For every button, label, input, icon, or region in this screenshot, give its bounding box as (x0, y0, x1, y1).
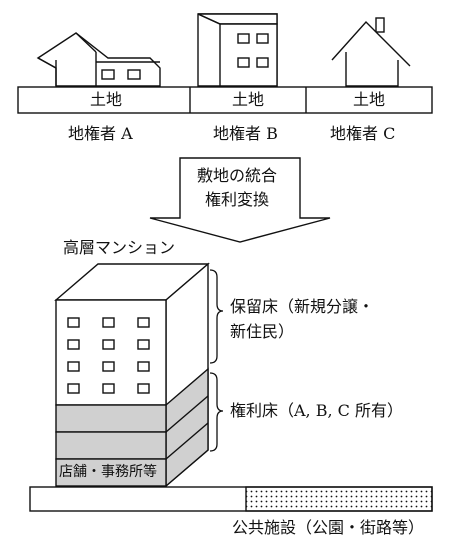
public-facility-label: 公共施設（公園・街路等） (232, 518, 425, 537)
tower-building-icon (54, 262, 210, 488)
public-facility-bar (29, 486, 433, 512)
brace-rights-floor-icon (209, 372, 224, 452)
brace-reserved-floor-icon (209, 269, 224, 364)
house-a-icon (36, 32, 161, 87)
land-bar (17, 86, 433, 114)
land-label-c: 土地 (353, 90, 386, 109)
arrow-text-line2: 権利変換 (205, 190, 270, 209)
rights-floor-label: 権利床（A, B, C 所有） (230, 401, 403, 420)
land-label-a: 土地 (90, 90, 123, 109)
arrow-text-line1: 敷地の統合 (197, 166, 278, 185)
house-c-icon (331, 17, 411, 87)
land-label-b: 土地 (232, 90, 265, 109)
merge-arrow-icon (149, 157, 331, 243)
owner-label-a: 地権者 A (68, 124, 133, 143)
building-title: 高層マンション (63, 238, 176, 257)
reserved-floor-label-line1: 保留床（新規分譲・ (230, 297, 375, 316)
owner-label-b: 地権者 B (213, 124, 278, 143)
reserved-floor-label-line2: 新住民） (230, 322, 295, 341)
owner-label-c: 地権者 C (330, 124, 396, 143)
ground-floor-label: 店舗・事務所等 (59, 464, 157, 480)
house-b-icon (197, 13, 278, 87)
